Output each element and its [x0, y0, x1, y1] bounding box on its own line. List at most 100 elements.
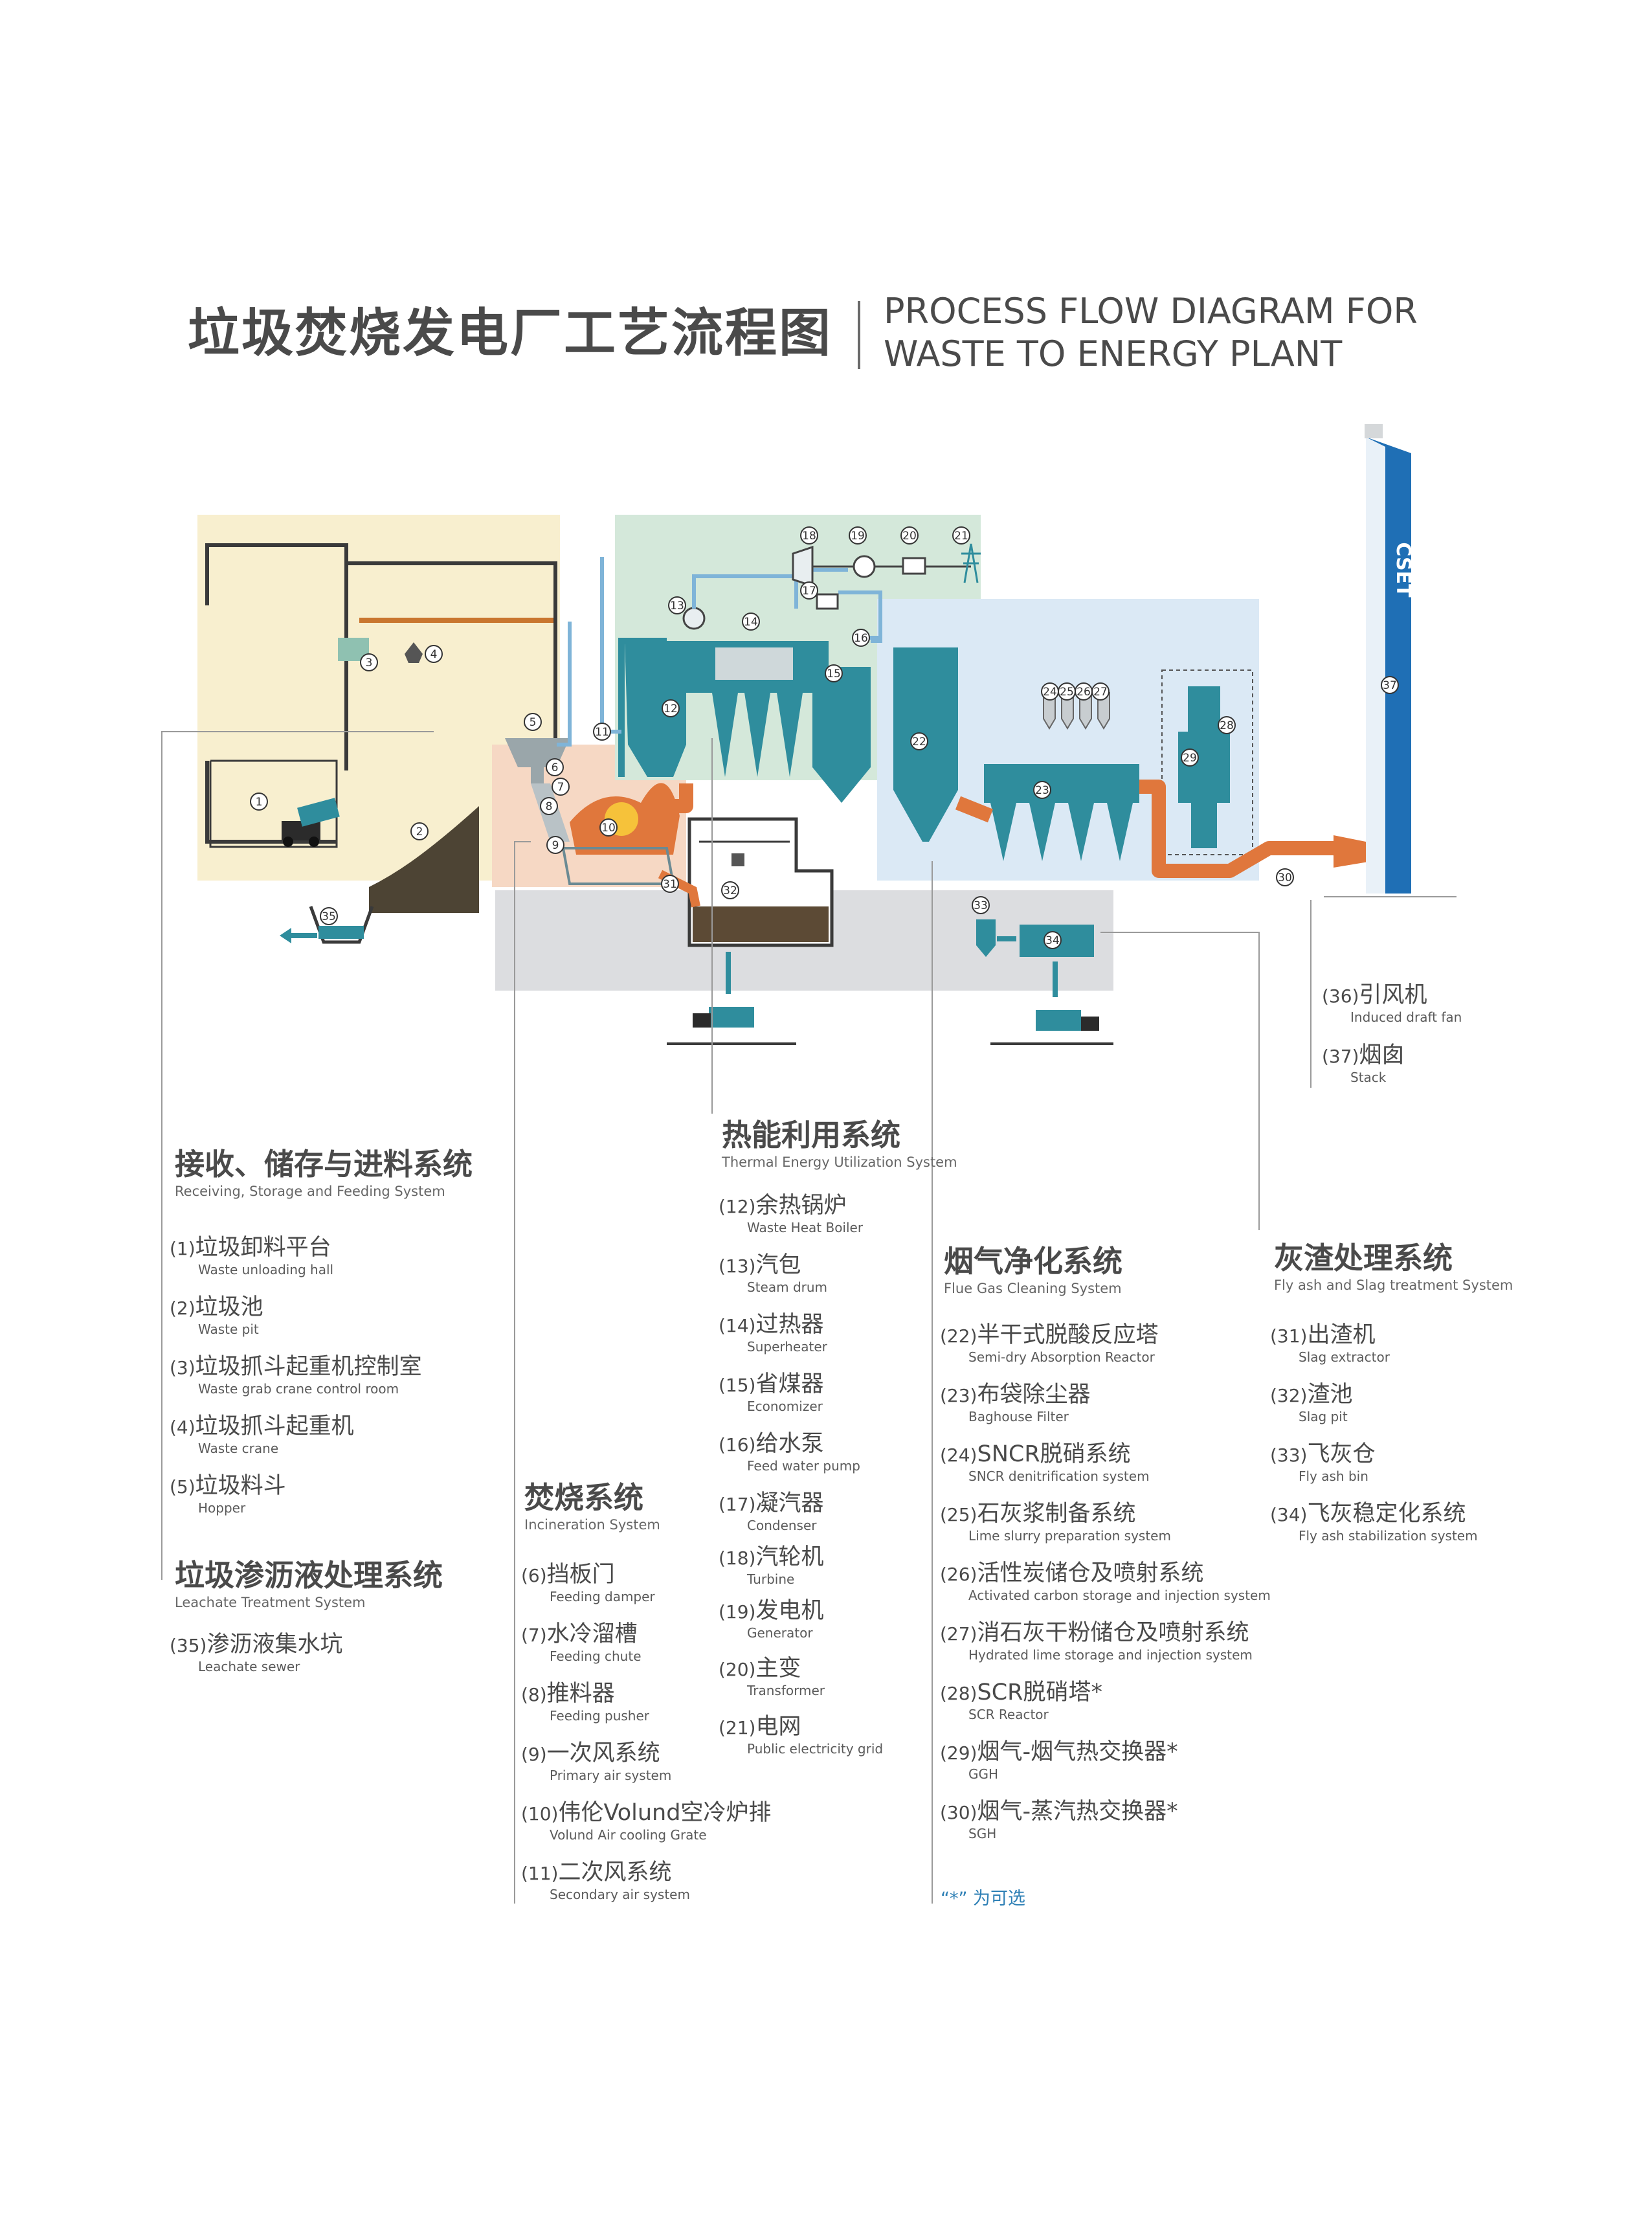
grid-tower-icon [961, 543, 981, 583]
section-fluegas: 烟气净化系统 Flue Gas Cleaning System [944, 1243, 1122, 1296]
optional-note: “*” 为可选 [941, 1889, 1026, 1909]
callout-34: 34 [1044, 931, 1062, 949]
callout-31: 31 [661, 875, 679, 893]
callout-number: 19 [851, 530, 865, 543]
callout-number: 27 [1093, 686, 1108, 699]
callout-circle [849, 526, 867, 545]
callout-circle [410, 822, 429, 840]
callout-25: 25 [1058, 682, 1076, 701]
callout-27: 27 [1091, 682, 1110, 701]
leader-lines [161, 731, 1457, 1904]
callout-circle [1276, 868, 1294, 886]
callout-circle [546, 758, 564, 776]
callout-6: 6 [546, 758, 564, 776]
callout-number: 25 [1060, 686, 1074, 699]
section-title-en: Flue Gas Cleaning System [944, 1281, 1122, 1296]
callout-15: 15 [825, 664, 843, 682]
callout-number: 2 [416, 826, 423, 838]
callout-circle [800, 581, 818, 600]
callout-circle [1181, 748, 1199, 767]
callout-circle [599, 818, 618, 837]
legend-item-28: (28)SCR脱硝塔*SCR Reactor [940, 1680, 1102, 1722]
callout-circle [662, 699, 680, 717]
title-english-line1: PROCESS FLOW DIAGRAM FOR [884, 291, 1418, 332]
turbine-icon [792, 545, 814, 588]
callout-circle [952, 526, 970, 545]
section-title-zh: 烟气净化系统 [944, 1244, 1122, 1279]
condenser-icon [816, 593, 839, 610]
callout-2: 2 [410, 822, 429, 840]
stack-logo-text: CSET [1392, 542, 1414, 598]
callout-number: 13 [670, 600, 684, 613]
callout-circle [972, 896, 990, 914]
callout-5: 5 [524, 713, 542, 731]
callout-number: 20 [902, 530, 917, 543]
callout-circle [852, 629, 870, 647]
callout-number: 24 [1043, 686, 1057, 699]
callout-number: 33 [974, 899, 988, 912]
section-title-zh: 垃圾渗沥液处理系统 [175, 1558, 443, 1593]
title-divider [858, 301, 860, 369]
callout-number: 7 [557, 781, 564, 794]
unloading-hall [209, 759, 338, 848]
section-title-zh: 焚烧系统 [524, 1480, 643, 1515]
callout-circle [593, 723, 611, 741]
callout-number: 14 [744, 616, 758, 629]
callout-8: 8 [540, 797, 558, 815]
section-receiving: 接收、储存与进料系统 Receiving, Storage and Feedin… [175, 1146, 473, 1199]
scr-reactor [1178, 686, 1230, 848]
callout-circle [552, 778, 570, 796]
callout-circle [900, 526, 919, 545]
callout-number: 26 [1077, 686, 1091, 699]
boiler-hoppers [712, 693, 803, 777]
section-thermal: 热能利用系统 Thermal Energy Utilization System [722, 1117, 957, 1170]
callout-circle [546, 836, 564, 854]
callout-7: 7 [552, 778, 570, 796]
transformer-icon [902, 557, 926, 575]
callout-number: 37 [1383, 679, 1397, 692]
section-incineration: 焚烧系统 Incineration System [524, 1479, 660, 1533]
callout-circle [250, 793, 268, 811]
garbage-truck-icon [282, 798, 340, 847]
section-title-en: Incineration System [524, 1517, 660, 1533]
section-title-en: Leachate Treatment System [175, 1595, 366, 1610]
receiving-building [205, 543, 557, 844]
callout-number: 9 [552, 839, 559, 852]
callout-21: 21 [952, 526, 970, 545]
callout-11: 11 [593, 723, 611, 741]
generator-icon [853, 555, 876, 578]
fly-ash-bin [976, 919, 996, 957]
callout-number: 21 [954, 530, 968, 543]
callout-37: 37 [1381, 676, 1399, 694]
callout-number: 12 [664, 703, 678, 715]
callout-circle [425, 645, 443, 663]
callout-4: 4 [425, 645, 443, 663]
callout-19: 19 [849, 526, 867, 545]
callout-26: 26 [1075, 682, 1093, 701]
callout-circle [910, 732, 928, 750]
induced-draft-fan-duct [1334, 835, 1372, 868]
callout-circle [668, 596, 686, 614]
truck-icons [667, 1007, 1113, 1045]
callout-circle [1044, 931, 1062, 949]
callout-23: 23 [1033, 781, 1051, 799]
